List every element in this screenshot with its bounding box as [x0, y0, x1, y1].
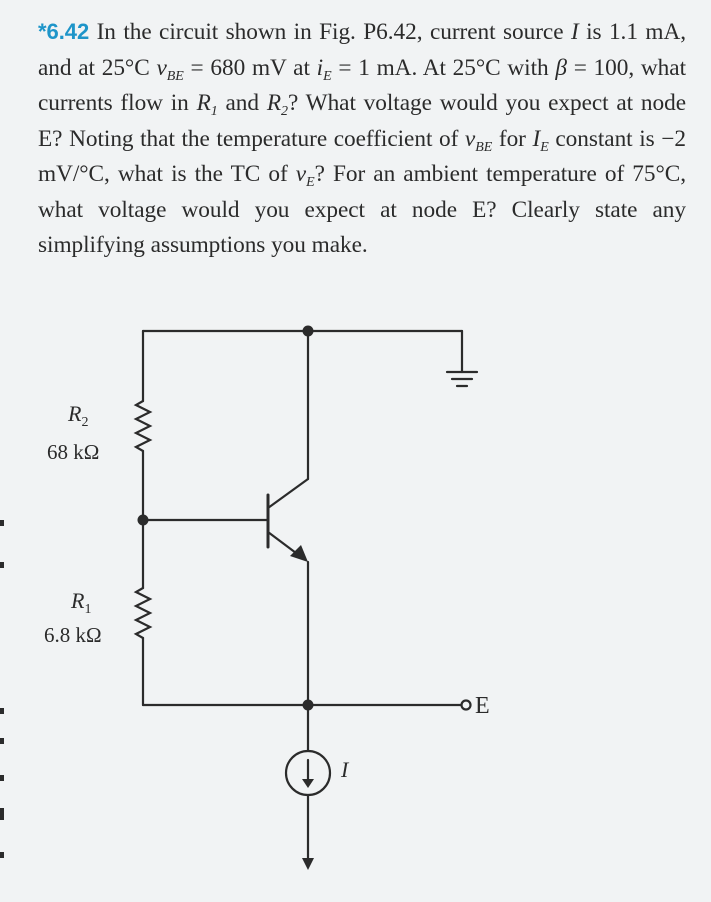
page-edge-mark: [0, 562, 4, 568]
problem-text-1: In the circuit shown in Fig. P6.42, curr…: [89, 19, 571, 45]
problem-text-6: and: [217, 90, 267, 116]
symbol-r2: R2: [266, 90, 288, 119]
node-dot-top: [302, 325, 314, 337]
page-edge-mark: [0, 708, 4, 714]
current-source-arrowhead-icon: [302, 779, 314, 788]
symbol-current-source: I: [570, 19, 579, 45]
r1-label: R1: [70, 588, 91, 617]
emitter-arrow-icon: [290, 545, 308, 562]
page-edge-mark: [0, 775, 4, 781]
resistor-r1: [133, 586, 153, 640]
problem-text-10: ? For an ambient temperature of 75°C, wh…: [38, 161, 686, 258]
node-dot-emitter: [302, 699, 314, 711]
page-edge-mark: [0, 520, 4, 526]
node-e-label: E: [475, 693, 490, 719]
node-e-terminal: [460, 699, 472, 711]
problem-statement: *6.42 In the circuit shown in Fig. P6.42…: [38, 14, 686, 264]
symbol-ie: iE: [316, 54, 332, 84]
output-arrow-icon: [302, 858, 314, 870]
symbol-beta: β: [555, 54, 567, 81]
r2-label: R2: [67, 401, 88, 430]
transistor-collector-lead: [266, 477, 310, 510]
symbol-ie-capital: IE: [532, 125, 549, 155]
page-edge-mark: [0, 738, 4, 744]
problem-text-8: for: [492, 125, 533, 152]
symbol-ve: vE: [295, 161, 315, 190]
problem-text-4: = 1 mA. At 25°C with: [331, 54, 556, 81]
r2-value: 68 kΩ: [47, 440, 99, 464]
symbol-vbe-2: vBE: [464, 125, 493, 155]
problem-text-9: constant is −2 mV/°C, what is the TC of: [38, 125, 686, 188]
symbol-r1: R1: [196, 90, 218, 119]
problem-text-2: is 1.1 mA, and at 25°C: [38, 19, 686, 81]
problem-text-5: = 100, what currents flow in: [38, 54, 686, 117]
current-source-label: I: [340, 757, 350, 782]
page-edge-mark: [0, 852, 4, 858]
problem-text-3: = 680 mV at: [183, 54, 317, 81]
node-dot-base: [137, 514, 149, 526]
problem-text-7: ? What voltage would you expect at node …: [38, 90, 686, 152]
symbol-vbe: vBE: [156, 54, 184, 84]
problem-number: *6.42: [38, 19, 90, 44]
page-edge-mark: [0, 808, 4, 820]
resistor-r2: [133, 399, 153, 453]
r1-value: 6.8 kΩ: [44, 623, 102, 647]
